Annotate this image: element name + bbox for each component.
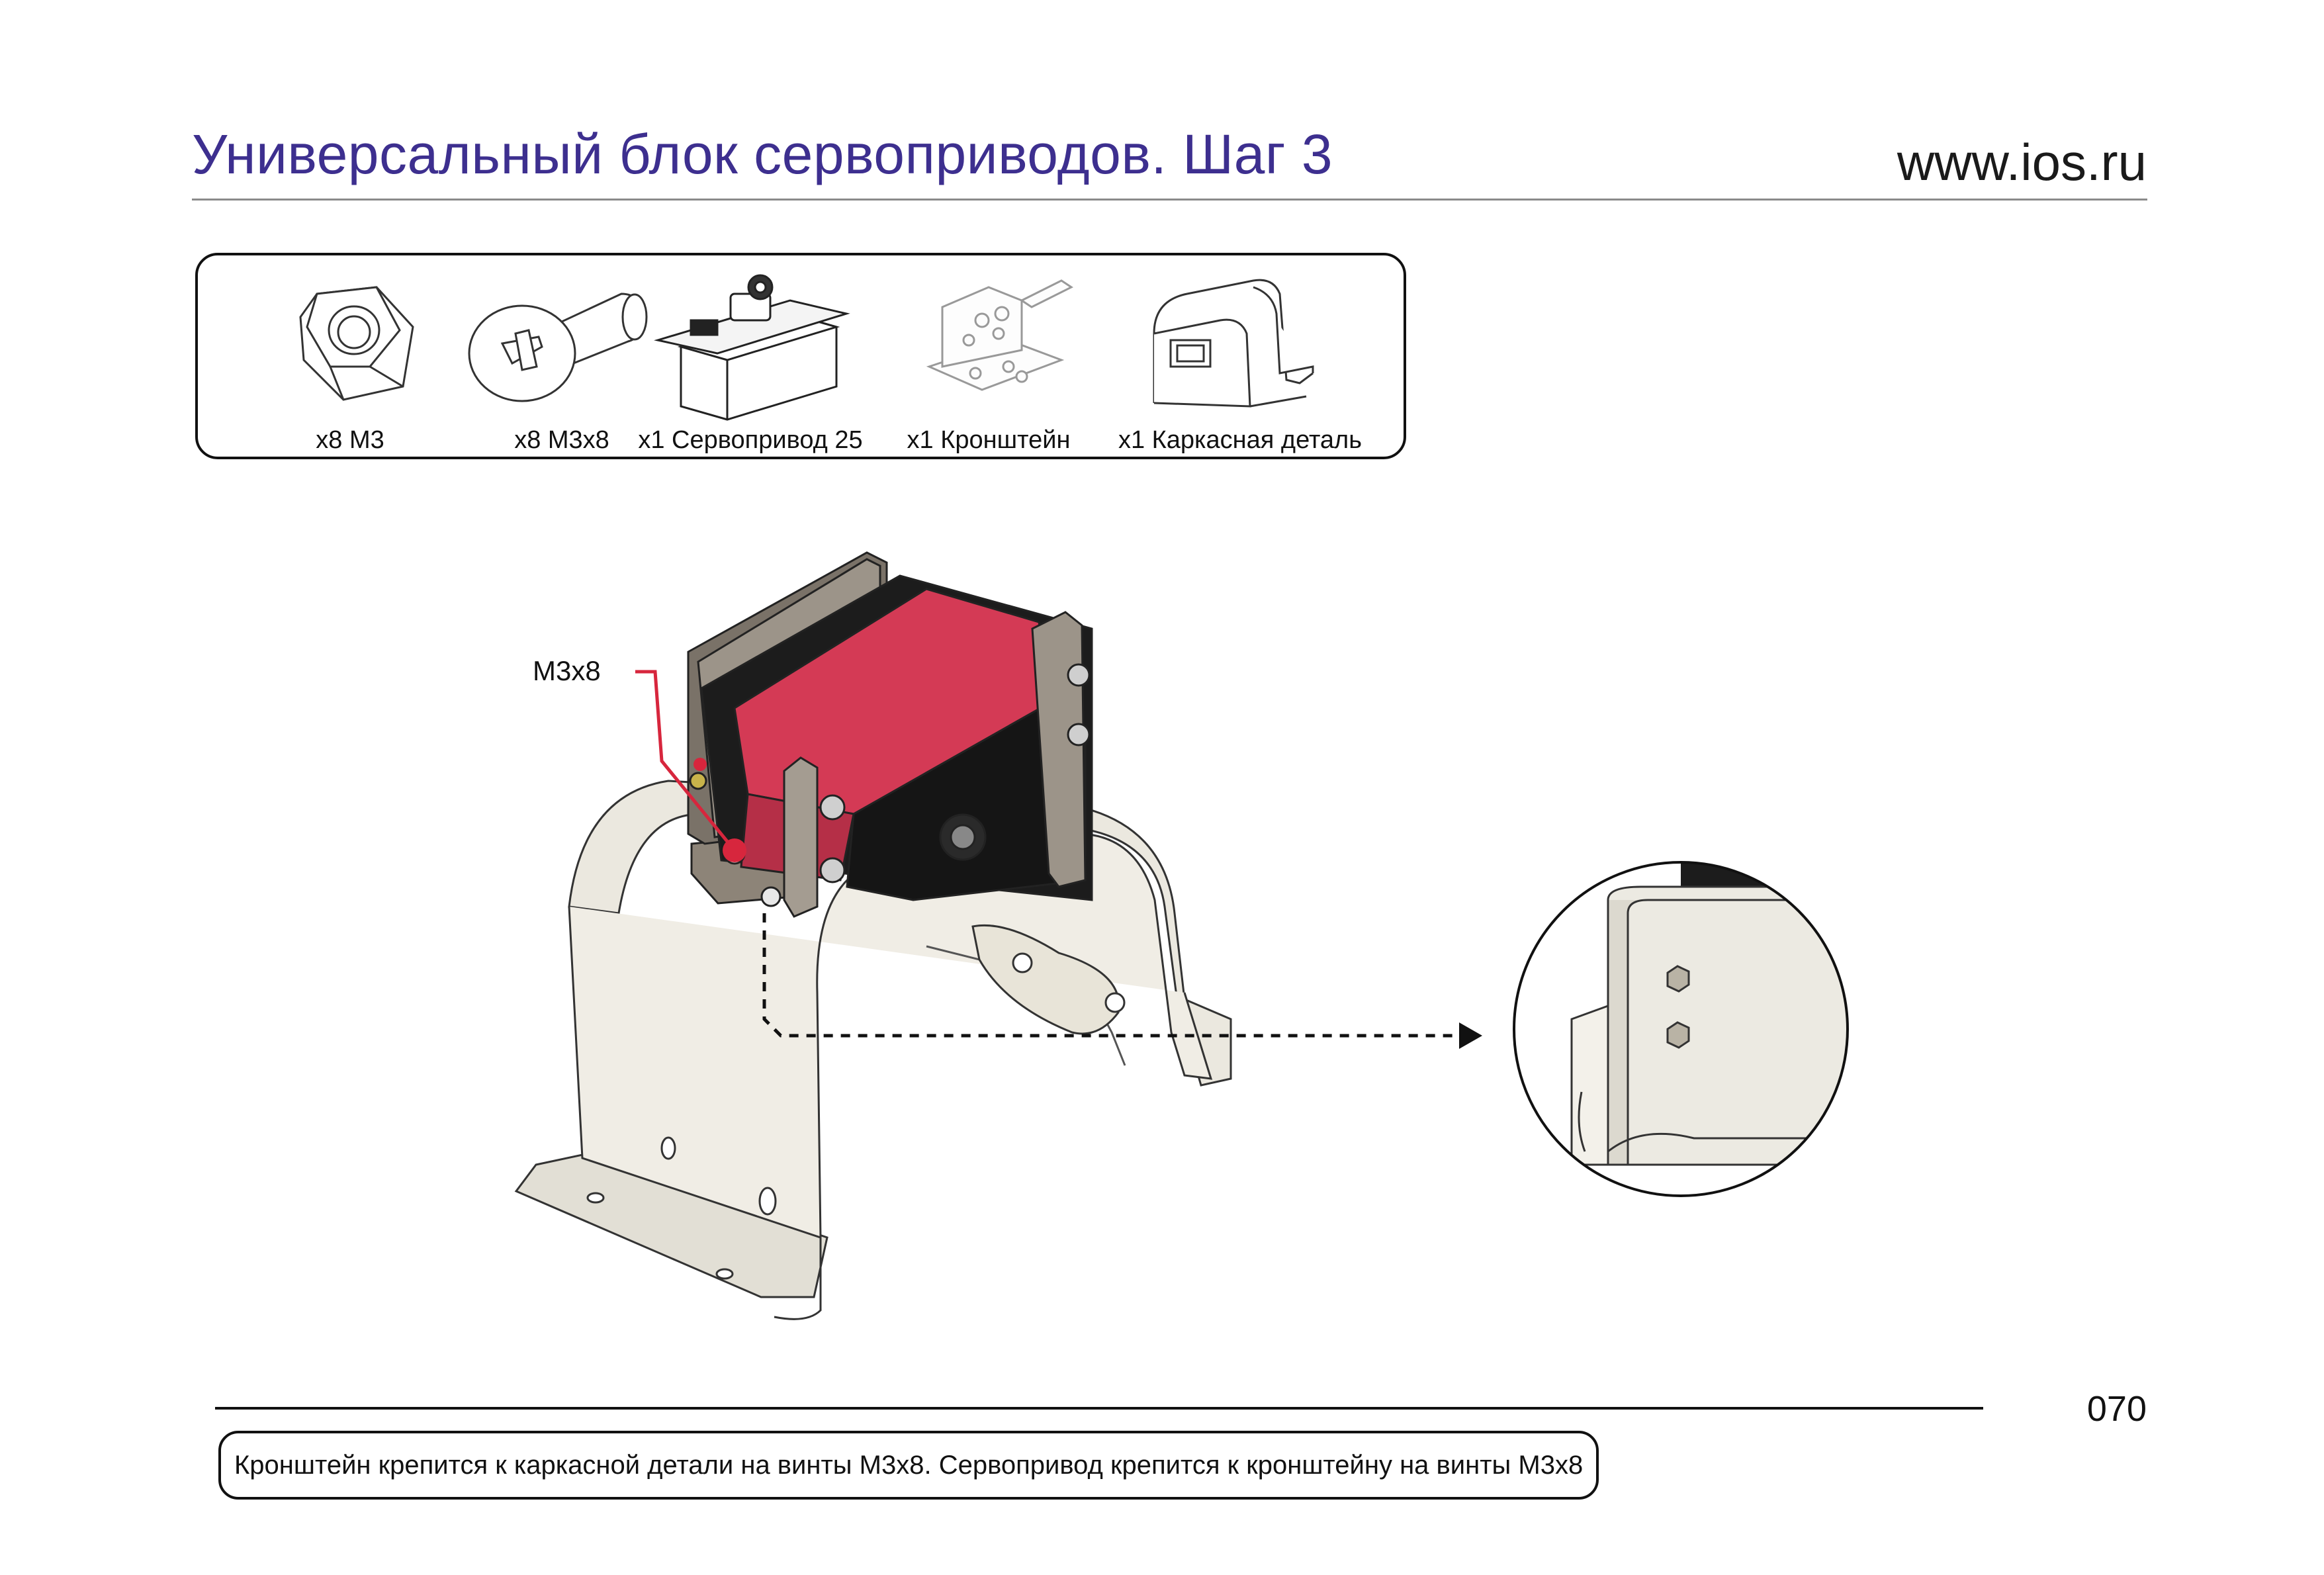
part-item: x1 Каркасная деталь — [1108, 255, 1372, 457]
hex-nut-icon — [299, 286, 414, 401]
parts-list: x8 M3 x8 M3x8 x — [195, 253, 1406, 459]
part-item: x1 Сервопривод 25 — [618, 255, 883, 457]
servo-assembly — [687, 551, 1093, 918]
screw-icon — [468, 292, 648, 402]
zoom-arrow — [762, 913, 1482, 1049]
frame-part — [514, 780, 1232, 1320]
part-label: x1 Каркасная деталь — [1118, 426, 1363, 454]
bracket-icon — [926, 279, 1073, 391]
part-label: x8 M3 — [316, 426, 384, 454]
footer-divider — [215, 1407, 1983, 1410]
page-title: Универсальный блок сервоприводов. Шаг 3 — [192, 123, 1333, 185]
callout-leader — [635, 670, 746, 862]
header-divider — [192, 199, 2147, 201]
part-item: x1 Кронштейн — [889, 255, 1088, 457]
instruction-caption: Кронштейн крепится к каркасной детали на… — [218, 1431, 1599, 1500]
part-item: x8 M3 — [238, 255, 463, 457]
callout-label: M3x8 — [533, 655, 601, 686]
part-label: x1 Сервопривод 25 — [638, 426, 863, 454]
frame-part-icon — [1153, 279, 1314, 408]
zoom-detail — [1513, 861, 1849, 1197]
part-label: x1 Кронштейн — [907, 426, 1071, 454]
servo-icon — [654, 274, 850, 421]
site-url[interactable]: www.ios.ru — [1897, 133, 2147, 191]
page-number: 070 — [2086, 1389, 2147, 1429]
part-label: x8 M3x8 — [514, 426, 609, 454]
part-item: x8 M3x8 — [423, 255, 701, 457]
